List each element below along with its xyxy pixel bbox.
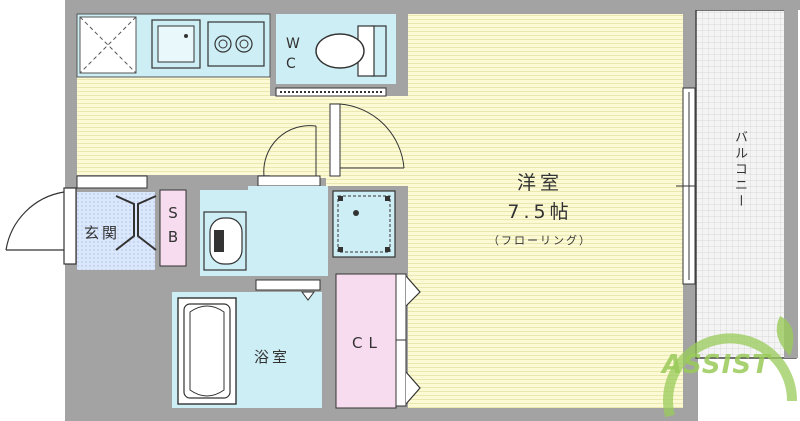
western-room-floor	[408, 14, 683, 408]
western-room-flooring: （フローリング）	[488, 234, 592, 247]
door-swing-hall	[339, 103, 405, 169]
shoe-box	[159, 189, 187, 267]
balcony-label: バルコニー	[732, 130, 747, 210]
closet-floor	[335, 273, 397, 409]
entrance-step	[76, 175, 148, 189]
entrance-door-swing	[5, 191, 65, 251]
washing-machine-space	[332, 190, 396, 258]
western-room-label: 洋室 7.5帖	[470, 168, 610, 224]
folding-door	[115, 195, 135, 251]
closet-door-upper	[395, 273, 407, 341]
shoe-box-label: SB	[164, 204, 182, 252]
corridor-floor	[77, 77, 270, 175]
door-leaf-hall	[329, 103, 341, 177]
entrance-door-leaf	[63, 187, 77, 265]
wc-label: WC	[286, 36, 300, 72]
closet-label: CL	[352, 334, 383, 352]
toilet-bowl	[315, 33, 365, 69]
brand-logo	[663, 316, 798, 418]
washroom-door-frame	[257, 175, 321, 187]
western-room-size: 7.5帖	[507, 201, 573, 223]
bathroom-door-rail	[255, 279, 321, 291]
brand-logo-text: ASSIST	[662, 350, 771, 380]
balcony	[695, 9, 797, 359]
entrance-floor	[77, 192, 155, 270]
door-swing-washroom	[263, 125, 317, 177]
closet-door-lower	[395, 339, 407, 407]
entrance-label: 玄関	[84, 224, 121, 242]
western-room-name: 洋室	[516, 172, 563, 194]
bathroom-label: 浴室	[254, 348, 291, 366]
wc-door-rail	[275, 87, 387, 97]
